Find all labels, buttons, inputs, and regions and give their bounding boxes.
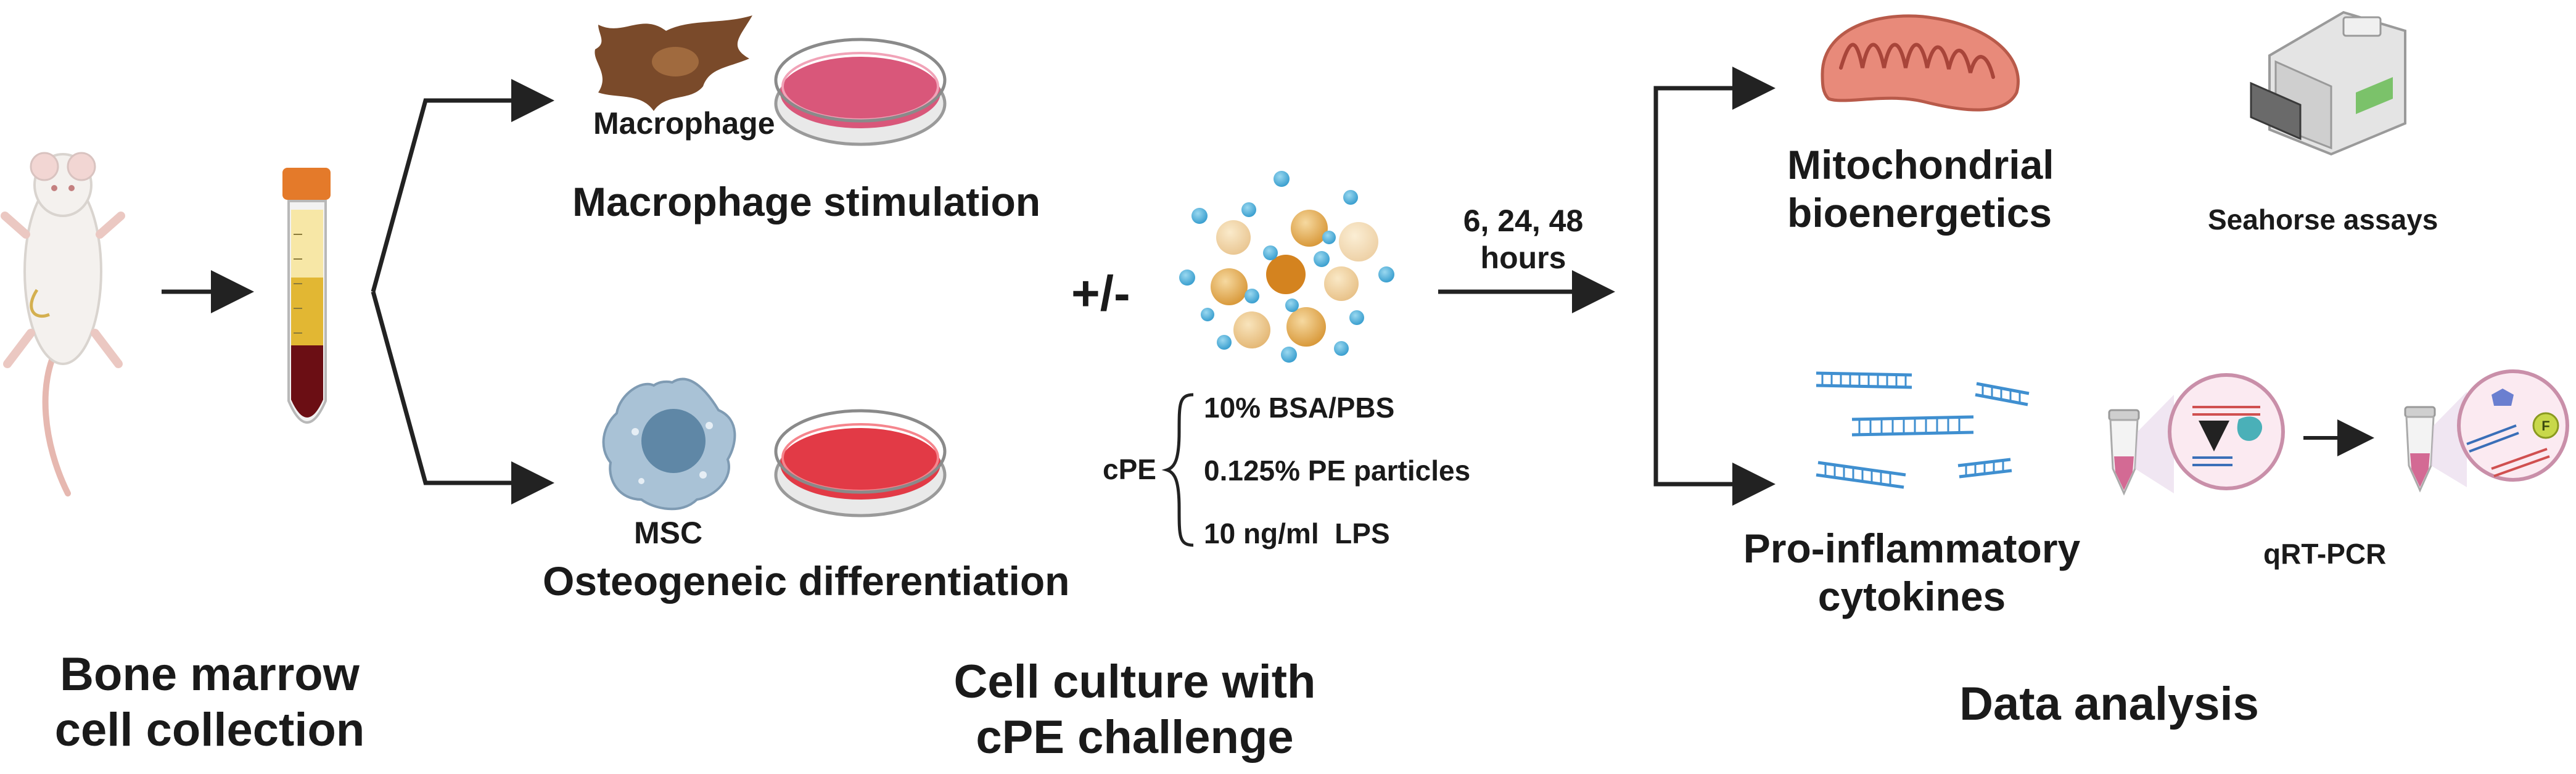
section-culture-line1: Cell culture with bbox=[953, 656, 1316, 708]
mito-label-line2: bioenergetics bbox=[1787, 190, 2052, 236]
section-collection-line1: Bone marrow bbox=[60, 648, 360, 701]
petri-dish-icon bbox=[774, 409, 947, 517]
macrophage-icon bbox=[595, 15, 752, 111]
petri-dish-icon bbox=[774, 38, 947, 146]
mito-label-line1: Mitochondrial bbox=[1787, 142, 2054, 187]
cpe-brace bbox=[1161, 393, 1194, 547]
seahorse-analyzer-icon bbox=[2250, 10, 2406, 156]
branch-arrows-analysis bbox=[1653, 67, 1776, 506]
cpe-component-bsa: 10% BSA/PBS bbox=[1204, 392, 1395, 424]
branch-arrows-culture bbox=[371, 79, 554, 504]
qrtpcr-label: qRT-PCR bbox=[2263, 538, 2387, 570]
macrophage-label: Macrophage bbox=[593, 106, 775, 141]
cpe-component-pe: 0.125% PE particles bbox=[1204, 455, 1471, 487]
section-collection-line2: cell collection bbox=[54, 704, 365, 756]
msc-icon bbox=[602, 377, 736, 511]
cytokines-label-line2: cytokines bbox=[1817, 574, 2006, 619]
macrophage-stimulation-label: Macrophage stimulation bbox=[572, 179, 1041, 224]
seahorse-label: Seahorse assays bbox=[2208, 204, 2438, 236]
mitochondrion-icon bbox=[1821, 14, 2020, 112]
osteogenic-differentiation-label: Osteogeneic differentiation bbox=[543, 558, 1070, 604]
timepoints-line1: 6, 24, 48 bbox=[1463, 204, 1584, 238]
section-culture-line2: cPE challenge bbox=[976, 711, 1294, 764]
cpe-component-lps: 10 ng/ml LPS bbox=[1204, 517, 1390, 550]
cytokine-dna-icon bbox=[1816, 371, 2030, 489]
timepoints-line2: hours bbox=[1480, 241, 1566, 275]
particles-icon bbox=[1179, 171, 1394, 363]
cytokines-label-line1: Pro-inflammatory bbox=[1743, 525, 2081, 571]
pcr-tube-icon: F bbox=[2404, 369, 2569, 493]
msc-label: MSC bbox=[634, 516, 703, 550]
fluorophore-letter: F bbox=[2541, 418, 2549, 434]
section-analysis: Data analysis bbox=[1959, 678, 2259, 730]
pcr-tube-icon bbox=[2108, 373, 2285, 496]
plus-minus-label: +/- bbox=[1071, 266, 1130, 321]
mouse-icon bbox=[1, 152, 125, 496]
cpe-label: cPE bbox=[1103, 453, 1156, 485]
blood-tube-icon bbox=[282, 168, 331, 424]
